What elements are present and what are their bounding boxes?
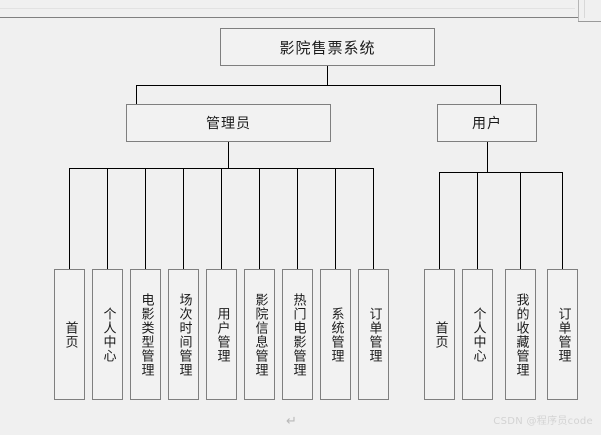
document-top-rule (0, 17, 578, 18)
leaf-admin-showtime-management[interactable]: 场次时间管理 (168, 269, 199, 400)
connector-admin-leaf-9 (373, 168, 374, 269)
connector-user-leaf-1 (439, 172, 440, 269)
connector-user-bus (439, 172, 563, 173)
connector-admin-leaf-1 (69, 168, 70, 269)
leaf-user-personal-center-label: 个人中心 (470, 306, 486, 363)
leaf-admin-movie-type-management-label: 电影类型管理 (138, 292, 154, 377)
connector-admin-leaf-3 (145, 168, 146, 269)
connector-admin-leaf-7 (297, 168, 298, 269)
document-right-margin-line (578, 0, 579, 22)
document-top-rule-faint (0, 8, 575, 9)
connector-level2-bus (136, 85, 500, 86)
document-right-guide (584, 0, 585, 18)
connector-user-leaf-3 (520, 172, 521, 269)
document-right-top-rule (578, 21, 601, 22)
leaf-admin-home-label: 首页 (62, 320, 78, 349)
connector-admin-leaf-2 (107, 168, 108, 269)
leaf-admin-cinema-info-management-label: 影院信息管理 (252, 292, 268, 377)
leaf-admin-popular-movie-management-label: 热门电影管理 (290, 292, 306, 377)
node-root-label: 影院售票系统 (279, 38, 376, 57)
node-root-cinema-ticketing-system[interactable]: 影院售票系统 (220, 28, 435, 66)
connector-user-drop (487, 142, 488, 172)
leaf-user-my-favorites-management[interactable]: 我的收藏管理 (505, 269, 536, 400)
leaf-admin-movie-type-management[interactable]: 电影类型管理 (130, 269, 161, 400)
connector-user-leaf-2 (477, 172, 478, 269)
connector-admin-leaf-8 (335, 168, 336, 269)
paragraph-mark: ↵ (286, 414, 297, 429)
connector-to-user (500, 85, 501, 105)
leaf-user-personal-center[interactable]: 个人中心 (462, 269, 493, 400)
node-administrator-label: 管理员 (206, 116, 251, 132)
watermark: CSDN @程序员code (493, 416, 593, 427)
leaf-admin-cinema-info-management[interactable]: 影院信息管理 (244, 269, 275, 400)
connector-admin-leaf-5 (221, 168, 222, 269)
node-administrator[interactable]: 管理员 (126, 104, 331, 142)
leaf-admin-personal-center[interactable]: 个人中心 (92, 269, 123, 400)
connector-user-leaf-4 (562, 172, 563, 269)
node-user-label: 用户 (472, 116, 502, 132)
connector-admin-leaf-4 (183, 168, 184, 269)
leaf-user-order-management-label: 订单管理 (555, 306, 571, 363)
leaf-admin-home[interactable]: 首页 (54, 269, 85, 400)
leaf-admin-system-management[interactable]: 系统管理 (320, 269, 351, 400)
leaf-user-order-management[interactable]: 订单管理 (547, 269, 578, 400)
connector-to-admin (136, 85, 137, 105)
leaf-admin-order-management[interactable]: 订单管理 (358, 269, 389, 400)
leaf-user-home[interactable]: 首页 (424, 269, 455, 400)
leaf-user-my-favorites-management-label: 我的收藏管理 (513, 292, 529, 377)
leaf-admin-personal-center-label: 个人中心 (100, 306, 116, 363)
leaf-user-home-label: 首页 (432, 320, 448, 349)
leaf-admin-user-management-label: 用户管理 (214, 306, 230, 363)
connector-root-drop (327, 66, 328, 86)
connector-admin-leaf-6 (259, 168, 260, 269)
leaf-admin-user-management[interactable]: 用户管理 (206, 269, 237, 400)
leaf-admin-popular-movie-management[interactable]: 热门电影管理 (282, 269, 313, 400)
leaf-admin-order-management-label: 订单管理 (366, 306, 382, 363)
connector-admin-drop (228, 142, 229, 168)
node-user[interactable]: 用户 (437, 104, 537, 142)
leaf-admin-system-management-label: 系统管理 (328, 306, 344, 363)
leaf-admin-showtime-management-label: 场次时间管理 (176, 292, 192, 377)
